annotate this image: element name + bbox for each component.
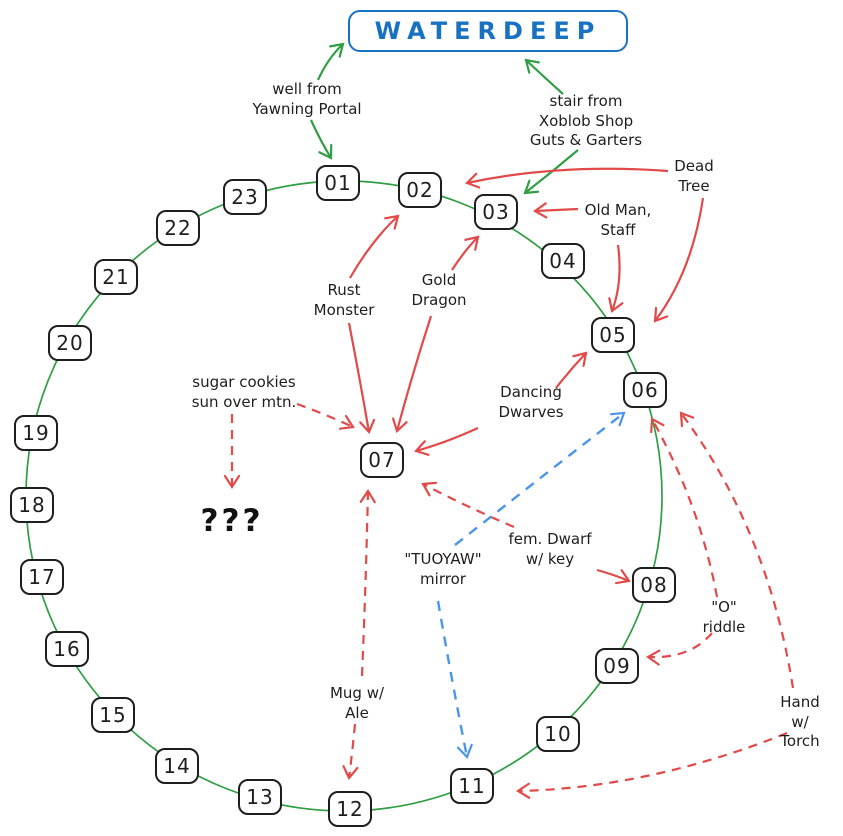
node-04[interactable]: 04 [541, 243, 585, 279]
arrow-rust-monster-to-02 [349, 214, 400, 279]
label-fem-dwarf-key[interactable]: fem. Dwarf w/ key [508, 530, 592, 568]
label-stair-from-xoblob[interactable]: stair from Xoblob Shop Guts & Garters [529, 92, 643, 149]
arrow-old-man-to-05 [608, 244, 624, 313]
node-18[interactable]: 18 [10, 487, 54, 523]
arrow-dancing-dwarves-to-05 [555, 351, 588, 389]
node-07[interactable]: 07 [360, 442, 404, 478]
label-rust-monster[interactable]: Rust Monster [313, 281, 375, 319]
node-01[interactable]: 01 [316, 165, 360, 201]
arrow-mug-ale-to-12 [342, 723, 359, 781]
label-well-from-yawning-portal[interactable]: well from Yawning Portal [252, 80, 362, 118]
node-17[interactable]: 17 [20, 559, 64, 595]
label-dead-tree[interactable]: Dead Tree [674, 157, 714, 195]
arrow-o-riddle-to-06 [650, 417, 719, 598]
node-20[interactable]: 20 [48, 325, 92, 361]
arrow-o-riddle-to-09 [645, 632, 713, 666]
arrow-gold-dragon-to-07 [391, 315, 433, 433]
node-02[interactable]: 02 [398, 172, 442, 208]
waterdeep-title-label: WATERDEEP [374, 17, 602, 45]
arrow-stair-to-waterdeep [524, 58, 564, 95]
arrow-dead-tree-to-03 [464, 167, 669, 189]
arrow-mug-ale-to-07 [359, 488, 376, 677]
node-11[interactable]: 11 [450, 768, 494, 804]
node-22[interactable]: 22 [156, 210, 200, 246]
node-15[interactable]: 15 [91, 697, 135, 733]
node-12[interactable]: 12 [328, 791, 372, 827]
arrow-old-man-to-03 [532, 202, 579, 219]
node-09[interactable]: 09 [595, 648, 639, 684]
node-08[interactable]: 08 [632, 567, 676, 603]
waterdeep-title-box[interactable]: WATERDEEP [348, 10, 628, 52]
node-10[interactable]: 10 [536, 716, 580, 752]
label-old-man-staff[interactable]: Old Man, Staff [584, 201, 652, 239]
arrow-well-to-01 [309, 119, 333, 160]
arrow-gold-dragon-to-03 [451, 235, 480, 271]
arrow-sugar-cookies-to-07 [296, 402, 355, 430]
label-mystery[interactable]: ??? [200, 503, 264, 539]
node-03[interactable]: 03 [474, 194, 518, 230]
label-mug-ale[interactable]: Mug w/ Ale [329, 684, 385, 722]
node-14[interactable]: 14 [155, 748, 199, 784]
node-19[interactable]: 19 [14, 415, 58, 451]
arrow-hand-torch-to-11 [515, 731, 788, 799]
arrow-fem-dwarf-to-08 [596, 568, 631, 585]
label-o-riddle[interactable]: "O" riddle [702, 598, 746, 636]
label-dancing-dwarves[interactable]: Dancing Dwarves [498, 383, 564, 421]
node-06[interactable]: 06 [623, 372, 667, 408]
label-tuoyaw-mirror[interactable]: "TUOYAW" mirror [404, 550, 482, 588]
arrow-well-to-waterdeep [316, 42, 345, 81]
node-16[interactable]: 16 [45, 631, 89, 667]
arrow-dead-tree-to-05 [653, 197, 705, 323]
node-05[interactable]: 05 [591, 317, 635, 353]
node-21[interactable]: 21 [94, 259, 138, 295]
arrow-tuoyaw-to-11 [436, 600, 473, 760]
arrow-dancing-dwarves-to-07 [414, 426, 479, 456]
arrow-rust-monster-to-07 [347, 322, 376, 435]
arrow-hand-torch-to-06 [679, 411, 795, 689]
arrow-tuoyaw-to-06 [454, 411, 626, 546]
node-13[interactable]: 13 [238, 779, 282, 815]
arrow-fem-dwarf-to-07 [421, 481, 515, 529]
node-23[interactable]: 23 [223, 179, 267, 215]
label-hand-torch[interactable]: Hand w/ Torch [780, 693, 820, 750]
label-gold-dragon[interactable]: Gold Dragon [411, 271, 467, 309]
label-sugar-cookies[interactable]: sugar cookies sun over mtn. [191, 373, 297, 411]
